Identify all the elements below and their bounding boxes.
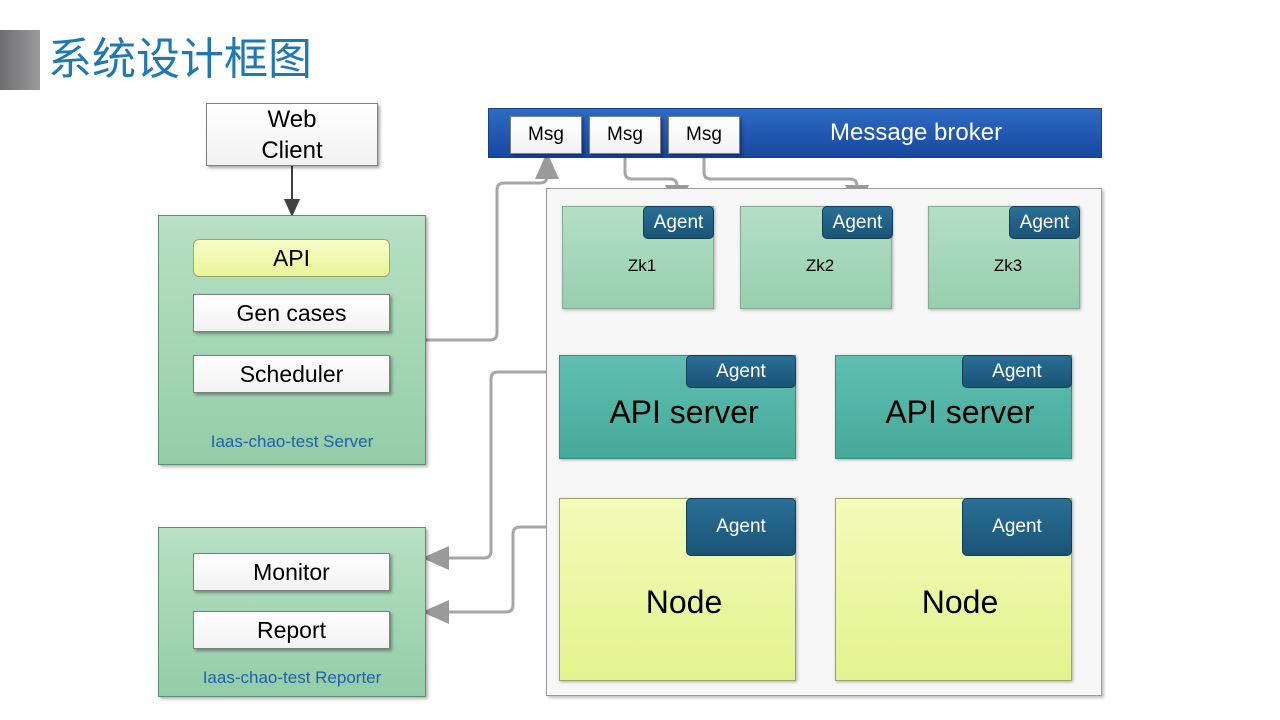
server-panel-caption: Iaas-chao-test Server [210, 432, 374, 451]
server-gen-cases-item: Gen cases [193, 294, 390, 332]
web-client-box: Web Client [206, 103, 378, 166]
server-scheduler-item: Scheduler [193, 355, 390, 393]
api-agent-to-monitor-connector [422, 370, 686, 570]
message-broker-label: Message broker [830, 119, 1003, 146]
api-server-2-agent: Agent [962, 355, 1072, 388]
zk1-agent: Agent [643, 206, 714, 239]
reporter-panel-caption: Iaas-chao-test Reporter [202, 668, 382, 687]
api-server-1-label: API server [609, 394, 759, 430]
node-1-label: Node [645, 584, 723, 620]
zk3-label: Zk3 [993, 256, 1023, 275]
title-accent-bar [0, 30, 40, 90]
zk2-label: Zk2 [805, 256, 835, 275]
zk3-agent: Agent [1009, 206, 1080, 239]
broker-msg-1: Msg [510, 116, 582, 154]
msg-to-zk1-connector [623, 155, 689, 212]
node-1-agent: Agent [686, 498, 796, 556]
msg-to-zk2-connector [702, 155, 869, 212]
api-server-1-agent: Agent [686, 355, 796, 388]
reporter-monitor-item: Monitor [193, 553, 390, 591]
api-server-2-box [835, 355, 1072, 459]
zk1-label: Zk1 [627, 256, 657, 275]
node-agent-to-report-connector [422, 525, 686, 624]
node-2-agent: Agent [962, 498, 1072, 556]
node-2-label: Node [921, 584, 999, 620]
api-server-2-label: API server [885, 394, 1035, 430]
reporter-report-item: Report [193, 611, 390, 649]
broker-msg-2: Msg [589, 116, 661, 154]
server-api-item: API [193, 239, 390, 277]
server-to-broker-connector [426, 152, 559, 342]
broker-msg-3: Msg [668, 116, 740, 154]
web-client-line2: Client [261, 136, 323, 164]
web-client-line1: Web [267, 105, 317, 133]
zk2-agent: Agent [822, 206, 893, 239]
page-title: 系统设计框图 [48, 34, 312, 85]
